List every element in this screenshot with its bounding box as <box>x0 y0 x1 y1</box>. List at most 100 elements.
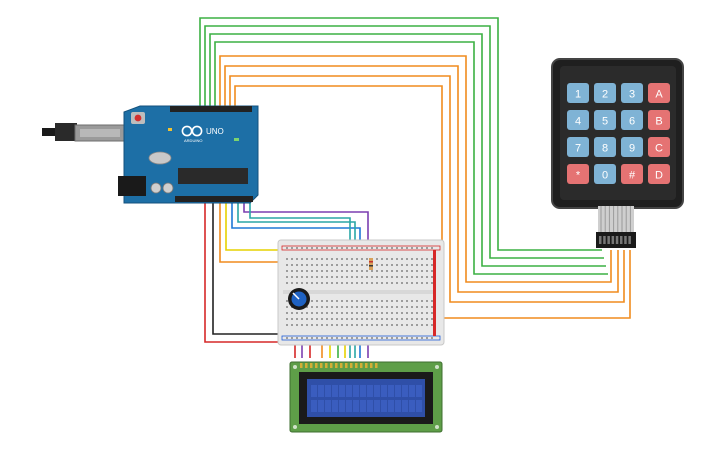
lcd-cell <box>325 400 331 412</box>
lcd-pin <box>345 363 348 368</box>
keypad-key[interactable]: 4 <box>567 110 589 130</box>
keypad-key-label: # <box>629 170 636 182</box>
keypad-key-label: 7 <box>575 143 581 155</box>
lcd-pin <box>365 363 368 368</box>
keypad-key-grid: 1 2 3 A 4 5 6 B 7 8 9 C * 0 # D <box>567 83 670 184</box>
lcd-cell <box>325 385 331 397</box>
wire-orange-2[interactable] <box>224 65 619 293</box>
lcd-pin <box>310 363 313 368</box>
keypad-key[interactable]: 0 <box>594 164 616 184</box>
connector-pin <box>620 236 623 244</box>
keypad-key-label: B <box>655 116 662 128</box>
lcd-cell <box>402 400 408 412</box>
keypad-key[interactable]: A <box>648 83 670 103</box>
keypad-connector-pins <box>599 236 631 244</box>
arduino-brand-label: ARDUINO <box>184 138 202 143</box>
lcd-cell <box>381 400 387 412</box>
wire-orange-4[interactable] <box>234 85 631 319</box>
lcd-cell <box>346 400 352 412</box>
lcd-cell <box>367 385 373 397</box>
keypad-key-label: * <box>576 170 581 182</box>
connector-pin <box>628 236 631 244</box>
keypad-key[interactable]: 8 <box>594 137 616 157</box>
breadboard-holes <box>286 247 433 339</box>
lcd-cell <box>318 385 324 397</box>
wire-green-4[interactable] <box>214 41 608 275</box>
wire-orange-1[interactable] <box>219 55 612 283</box>
power-jack <box>118 176 146 196</box>
keypad-key[interactable]: 5 <box>594 110 616 130</box>
keypad-key-label: 2 <box>602 89 608 101</box>
keypad-key-label: 9 <box>629 143 635 155</box>
lcd-cell <box>360 400 366 412</box>
connector-pin <box>611 236 615 244</box>
resistor[interactable] <box>369 258 373 270</box>
power-header <box>175 196 253 202</box>
wire-green-3[interactable] <box>209 33 606 267</box>
lcd-pin <box>320 363 323 368</box>
lcd-pin <box>360 363 363 368</box>
connector-pin <box>624 236 627 244</box>
keypad-key[interactable]: D <box>648 164 670 184</box>
wire-green-1[interactable] <box>199 17 602 251</box>
lcd-cell <box>332 400 338 412</box>
keypad-key[interactable]: # <box>621 164 643 184</box>
keypad-key[interactable]: * <box>567 164 589 184</box>
keypad-key[interactable]: 2 <box>594 83 616 103</box>
lcd-pin <box>370 363 373 368</box>
wire-black-ground[interactable] <box>212 200 289 335</box>
keypad-key[interactable]: 1 <box>567 83 589 103</box>
breadboard[interactable] <box>277 239 445 346</box>
keypad-key[interactable]: B <box>648 110 670 130</box>
keypad-key[interactable]: 7 <box>567 137 589 157</box>
keypad-key[interactable]: 3 <box>621 83 643 103</box>
lcd-pin <box>315 363 318 368</box>
lcd-cell <box>353 385 359 397</box>
digital-header <box>170 106 252 112</box>
lcd-cell <box>388 400 394 412</box>
lcd-character-cells <box>311 385 422 412</box>
lcd-cell <box>388 385 394 397</box>
arduino-model-label: UNO <box>206 127 224 136</box>
atmega-chip <box>178 168 248 184</box>
lcd-cell <box>346 385 352 397</box>
usb-connector <box>42 123 126 142</box>
lcd-pin <box>300 363 303 368</box>
arduino-infinity-logo <box>181 125 203 137</box>
keypad-key-label: C <box>655 143 663 155</box>
lcd-pin <box>340 363 343 368</box>
wire-green-2[interactable] <box>204 25 604 259</box>
wire-red-power[interactable] <box>204 200 296 358</box>
lcd-pin <box>305 363 308 368</box>
keypad-key-label: 5 <box>602 116 608 128</box>
lcd-pin <box>325 363 328 368</box>
keypad-key-label: 3 <box>629 89 635 101</box>
wire-orange-3[interactable] <box>229 75 625 303</box>
keypad-key[interactable]: 9 <box>621 137 643 157</box>
lcd-16x2[interactable] <box>289 361 443 433</box>
lcd-cell <box>311 385 317 397</box>
lcd-cell <box>395 385 401 397</box>
keypad-key[interactable]: C <box>648 137 670 157</box>
lcd-cell <box>409 400 415 412</box>
keypad-key-label: 6 <box>629 116 635 128</box>
lcd-cell <box>374 385 380 397</box>
lcd-cell <box>374 400 380 412</box>
potentiometer[interactable] <box>288 288 310 310</box>
keypad-key-label: A <box>655 89 663 101</box>
lcd-cell <box>416 400 422 412</box>
lcd-cell <box>416 385 422 397</box>
keypad-key[interactable]: 6 <box>621 110 643 130</box>
lcd-cell <box>360 385 366 397</box>
arduino-uno-board[interactable]: ARDUINO UNO <box>42 105 259 204</box>
lcd-cell <box>353 400 359 412</box>
lcd-cell <box>332 385 338 397</box>
lcd-cell <box>409 385 415 397</box>
lcd-pin <box>335 363 338 368</box>
keypad-4x4[interactable]: 1 2 3 A 4 5 6 B 7 8 9 C * 0 # D <box>551 58 684 248</box>
connector-pin <box>607 236 610 244</box>
keypad-key-label: D <box>655 170 663 182</box>
lcd-pin <box>350 363 353 368</box>
connector-pin <box>603 236 606 244</box>
